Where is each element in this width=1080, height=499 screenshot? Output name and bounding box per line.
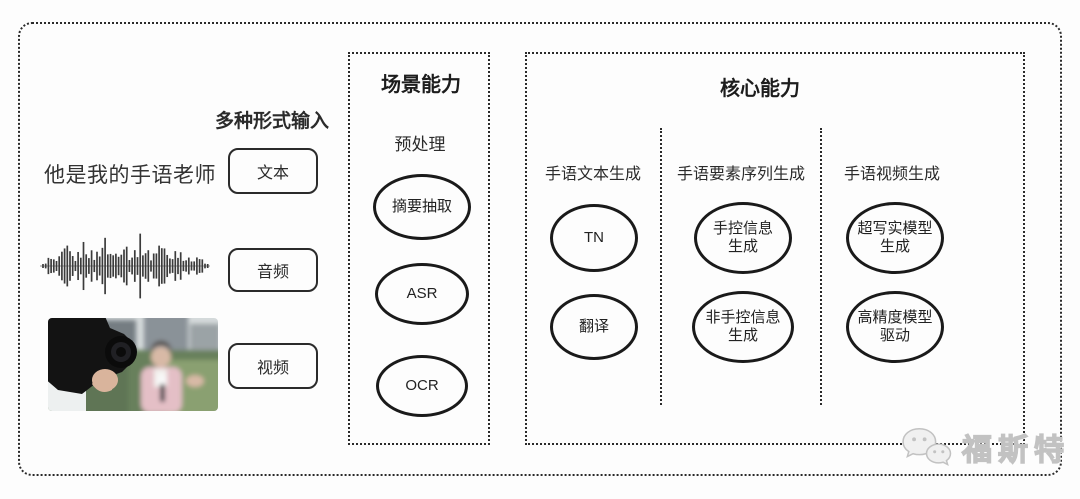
node-high-precision-model-drive: 高精度模型 驱动: [846, 291, 944, 363]
scene-capability-box: [348, 52, 490, 445]
scene-box-title: 场景能力: [381, 74, 461, 96]
input-type-audio-box: 音频: [228, 248, 318, 292]
core-column-divider-1: [660, 128, 662, 405]
core-column-divider-2: [820, 128, 822, 405]
video-thumbnail: [48, 318, 218, 411]
node-ocr: OCR: [376, 355, 468, 417]
camera-silhouette: [48, 318, 137, 411]
core-column-header-element-sequence: 手语要素序列生成: [676, 166, 806, 183]
input-type-text-label: 文本: [256, 165, 289, 182]
input-type-text-box: 文本: [228, 148, 318, 194]
outer-dotted-border: [18, 22, 1062, 476]
node-tn: TN: [550, 204, 638, 272]
input-type-video-label: 视频: [256, 360, 289, 377]
input-type-audio-label: 音频: [256, 264, 289, 281]
node-non-manual-info-generation: 非手控信息 生成: [692, 291, 794, 363]
core-column-header-video-generation: 手语视频生成: [843, 166, 941, 183]
audio-waveform: [40, 233, 210, 299]
text-input-example: 他是我的手语老师: [44, 164, 216, 187]
node-manual-info-generation: 手控信息 生成: [694, 202, 792, 274]
watermark: 福斯特: [898, 424, 1070, 470]
node-hyperrealistic-model-generation: 超写实模型 生成: [846, 202, 944, 274]
core-capability-box: [525, 52, 1025, 445]
core-box-title: 核心能力: [720, 78, 800, 100]
node-asr: ASR: [375, 263, 469, 325]
core-column-header-text-generation: 手语文本生成: [544, 166, 642, 183]
watermark-text: 福斯特: [961, 433, 1070, 467]
scene-box-subtitle: 预处理: [394, 135, 446, 154]
input-type-video-box: 视频: [228, 343, 318, 389]
input-section-label: 多种形式输入: [214, 111, 330, 132]
node-summary-extraction: 摘要抽取: [373, 174, 471, 240]
chat-bubbles-icon: [902, 428, 952, 467]
node-translation: 翻译: [550, 294, 638, 360]
